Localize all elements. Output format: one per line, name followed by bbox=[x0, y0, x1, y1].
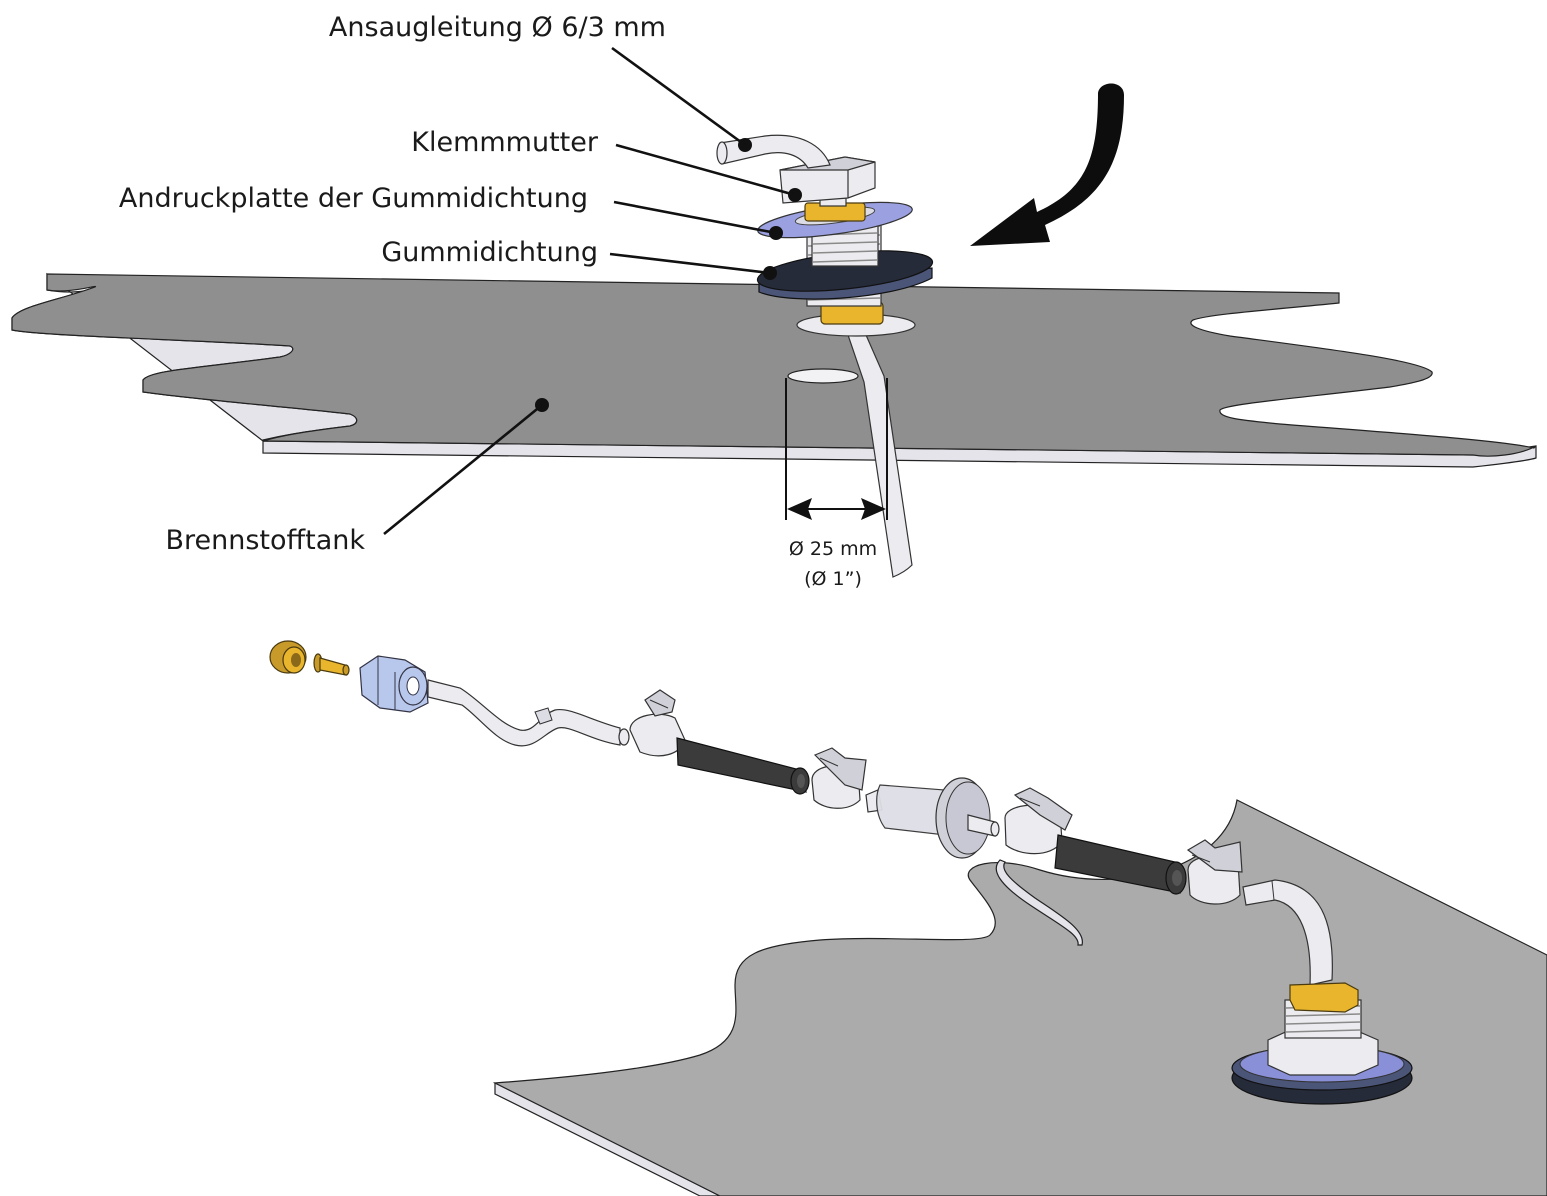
upper-fitting-assembly bbox=[716, 134, 934, 578]
rubber-hose-1-bore bbox=[797, 774, 805, 788]
lower-tank-inner-edge bbox=[995, 859, 1083, 946]
dim-arrow-left bbox=[787, 498, 812, 520]
hose-clamp-4 bbox=[1186, 839, 1243, 905]
label-suction-line: Ansaugleitung Ø 6/3 mm bbox=[329, 12, 666, 43]
tube-end-ring bbox=[618, 728, 630, 746]
exploded-fuel-line-assembly bbox=[269, 640, 1413, 1105]
leader-rubber-seal bbox=[609, 252, 771, 275]
suction-tube-lower bbox=[847, 334, 913, 578]
upper-fuel-tank-panel bbox=[11, 272, 1537, 468]
installation-direction-arrow-icon bbox=[970, 83, 1124, 246]
tank-fitting bbox=[1231, 982, 1413, 1105]
tube-end bbox=[716, 141, 728, 165]
label-rubber-seal: Gummidichtung bbox=[381, 237, 598, 268]
rubber-hose-2-bore bbox=[1172, 870, 1182, 886]
upper-tank-top bbox=[11, 273, 1537, 457]
leader-pressure-plate bbox=[613, 200, 777, 235]
label-clamp-nut: Klemmmutter bbox=[411, 127, 599, 158]
label-pressure-plate: Andruckplatte der Gummidichtung bbox=[119, 183, 588, 214]
standpipe-seam bbox=[1271, 880, 1275, 901]
insert-sleeve bbox=[313, 653, 350, 676]
dimension-imperial: (Ø 1”) bbox=[804, 568, 862, 590]
tank-hole bbox=[787, 368, 859, 384]
bent-metal-tube bbox=[427, 679, 621, 747]
lower-tank-top bbox=[492, 799, 1547, 1196]
dimension-metric: Ø 25 mm bbox=[789, 538, 877, 560]
bent-standpipe bbox=[1242, 879, 1333, 986]
fuel-filter bbox=[865, 777, 1000, 859]
hose-clamp-3 bbox=[1004, 787, 1073, 855]
leader-suction-line bbox=[611, 46, 746, 147]
fitting-brass-nut bbox=[1289, 982, 1359, 1013]
leader-fuel-tank bbox=[383, 403, 543, 536]
hose-clamp-2 bbox=[811, 747, 867, 809]
olive-ring bbox=[269, 640, 307, 674]
union-nut bbox=[359, 655, 429, 713]
callout-labels: Ansaugleitung Ø 6/3 mm Klemmmutter Andru… bbox=[119, 12, 666, 556]
dim-arrow-right bbox=[861, 498, 886, 520]
rubber-hose-1 bbox=[676, 737, 807, 793]
leader-clamp-nut bbox=[615, 143, 796, 197]
label-fuel-tank: Brennstofftank bbox=[165, 525, 365, 556]
tube-clip bbox=[534, 707, 553, 725]
callout-leaders bbox=[383, 46, 796, 536]
hole-dimension: Ø 25 mm (Ø 1”) bbox=[785, 378, 888, 590]
lower-fuel-tank-panel bbox=[492, 799, 1547, 1196]
